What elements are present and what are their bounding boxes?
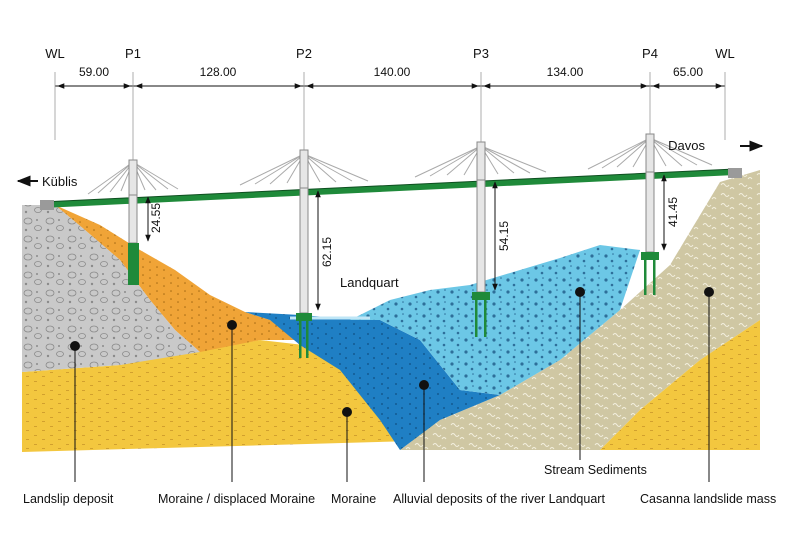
pylon-p2 (239, 149, 369, 358)
marker-p1: P1 (125, 46, 141, 61)
height-label-p1: 24.55 (149, 203, 163, 233)
abutment-left (40, 200, 54, 210)
displaced-moraine-layer (55, 205, 300, 352)
span-label-4: 134.00 (547, 65, 584, 79)
legend-stream: Stream Sediments (544, 463, 647, 477)
span-label-5: 65.00 (673, 65, 703, 79)
legend-landslip: Landslip deposit (23, 492, 114, 506)
span-label-3: 140.00 (374, 65, 411, 79)
marker-wl-right: WL (715, 46, 735, 61)
span-label-1: 59.00 (79, 65, 109, 79)
pylon-p3 (414, 141, 547, 337)
span-dimension-line (54, 72, 726, 160)
direction-right-label: Davos (668, 138, 705, 153)
abutment-right (728, 168, 742, 178)
legend-moraine-displaced: Moraine / displaced Moraine (158, 492, 315, 506)
legend-dots (70, 287, 714, 417)
marker-wl-left: WL (45, 46, 65, 61)
legend-leaders (74, 292, 710, 482)
marker-p2: P2 (296, 46, 312, 61)
marker-p3: P3 (473, 46, 489, 61)
height-label-p3: 54.15 (497, 221, 511, 251)
legend-moraine: Moraine (331, 492, 376, 506)
marker-p4: P4 (642, 46, 658, 61)
span-label-2: 128.00 (200, 65, 237, 79)
legend-casanna: Casanna landslide mass (640, 492, 776, 506)
alluvial-layer (245, 312, 500, 450)
height-label-p4: 41.45 (666, 197, 680, 227)
casanna-landslide-layer (400, 170, 760, 450)
river-label: Landquart (340, 275, 399, 290)
pylon-p4 (587, 133, 713, 295)
stream-sediments-layer (350, 245, 640, 395)
bridge-deck (41, 169, 736, 208)
direction-left-label: Küblis (42, 174, 78, 189)
height-label-p2: 62.15 (320, 237, 334, 267)
pylon-p1 (87, 159, 179, 285)
landslip-deposit-layer (22, 205, 200, 372)
moraine-layer-right (600, 320, 760, 450)
legend-alluvial: Alluvial deposits of the river Landquart (393, 492, 605, 506)
